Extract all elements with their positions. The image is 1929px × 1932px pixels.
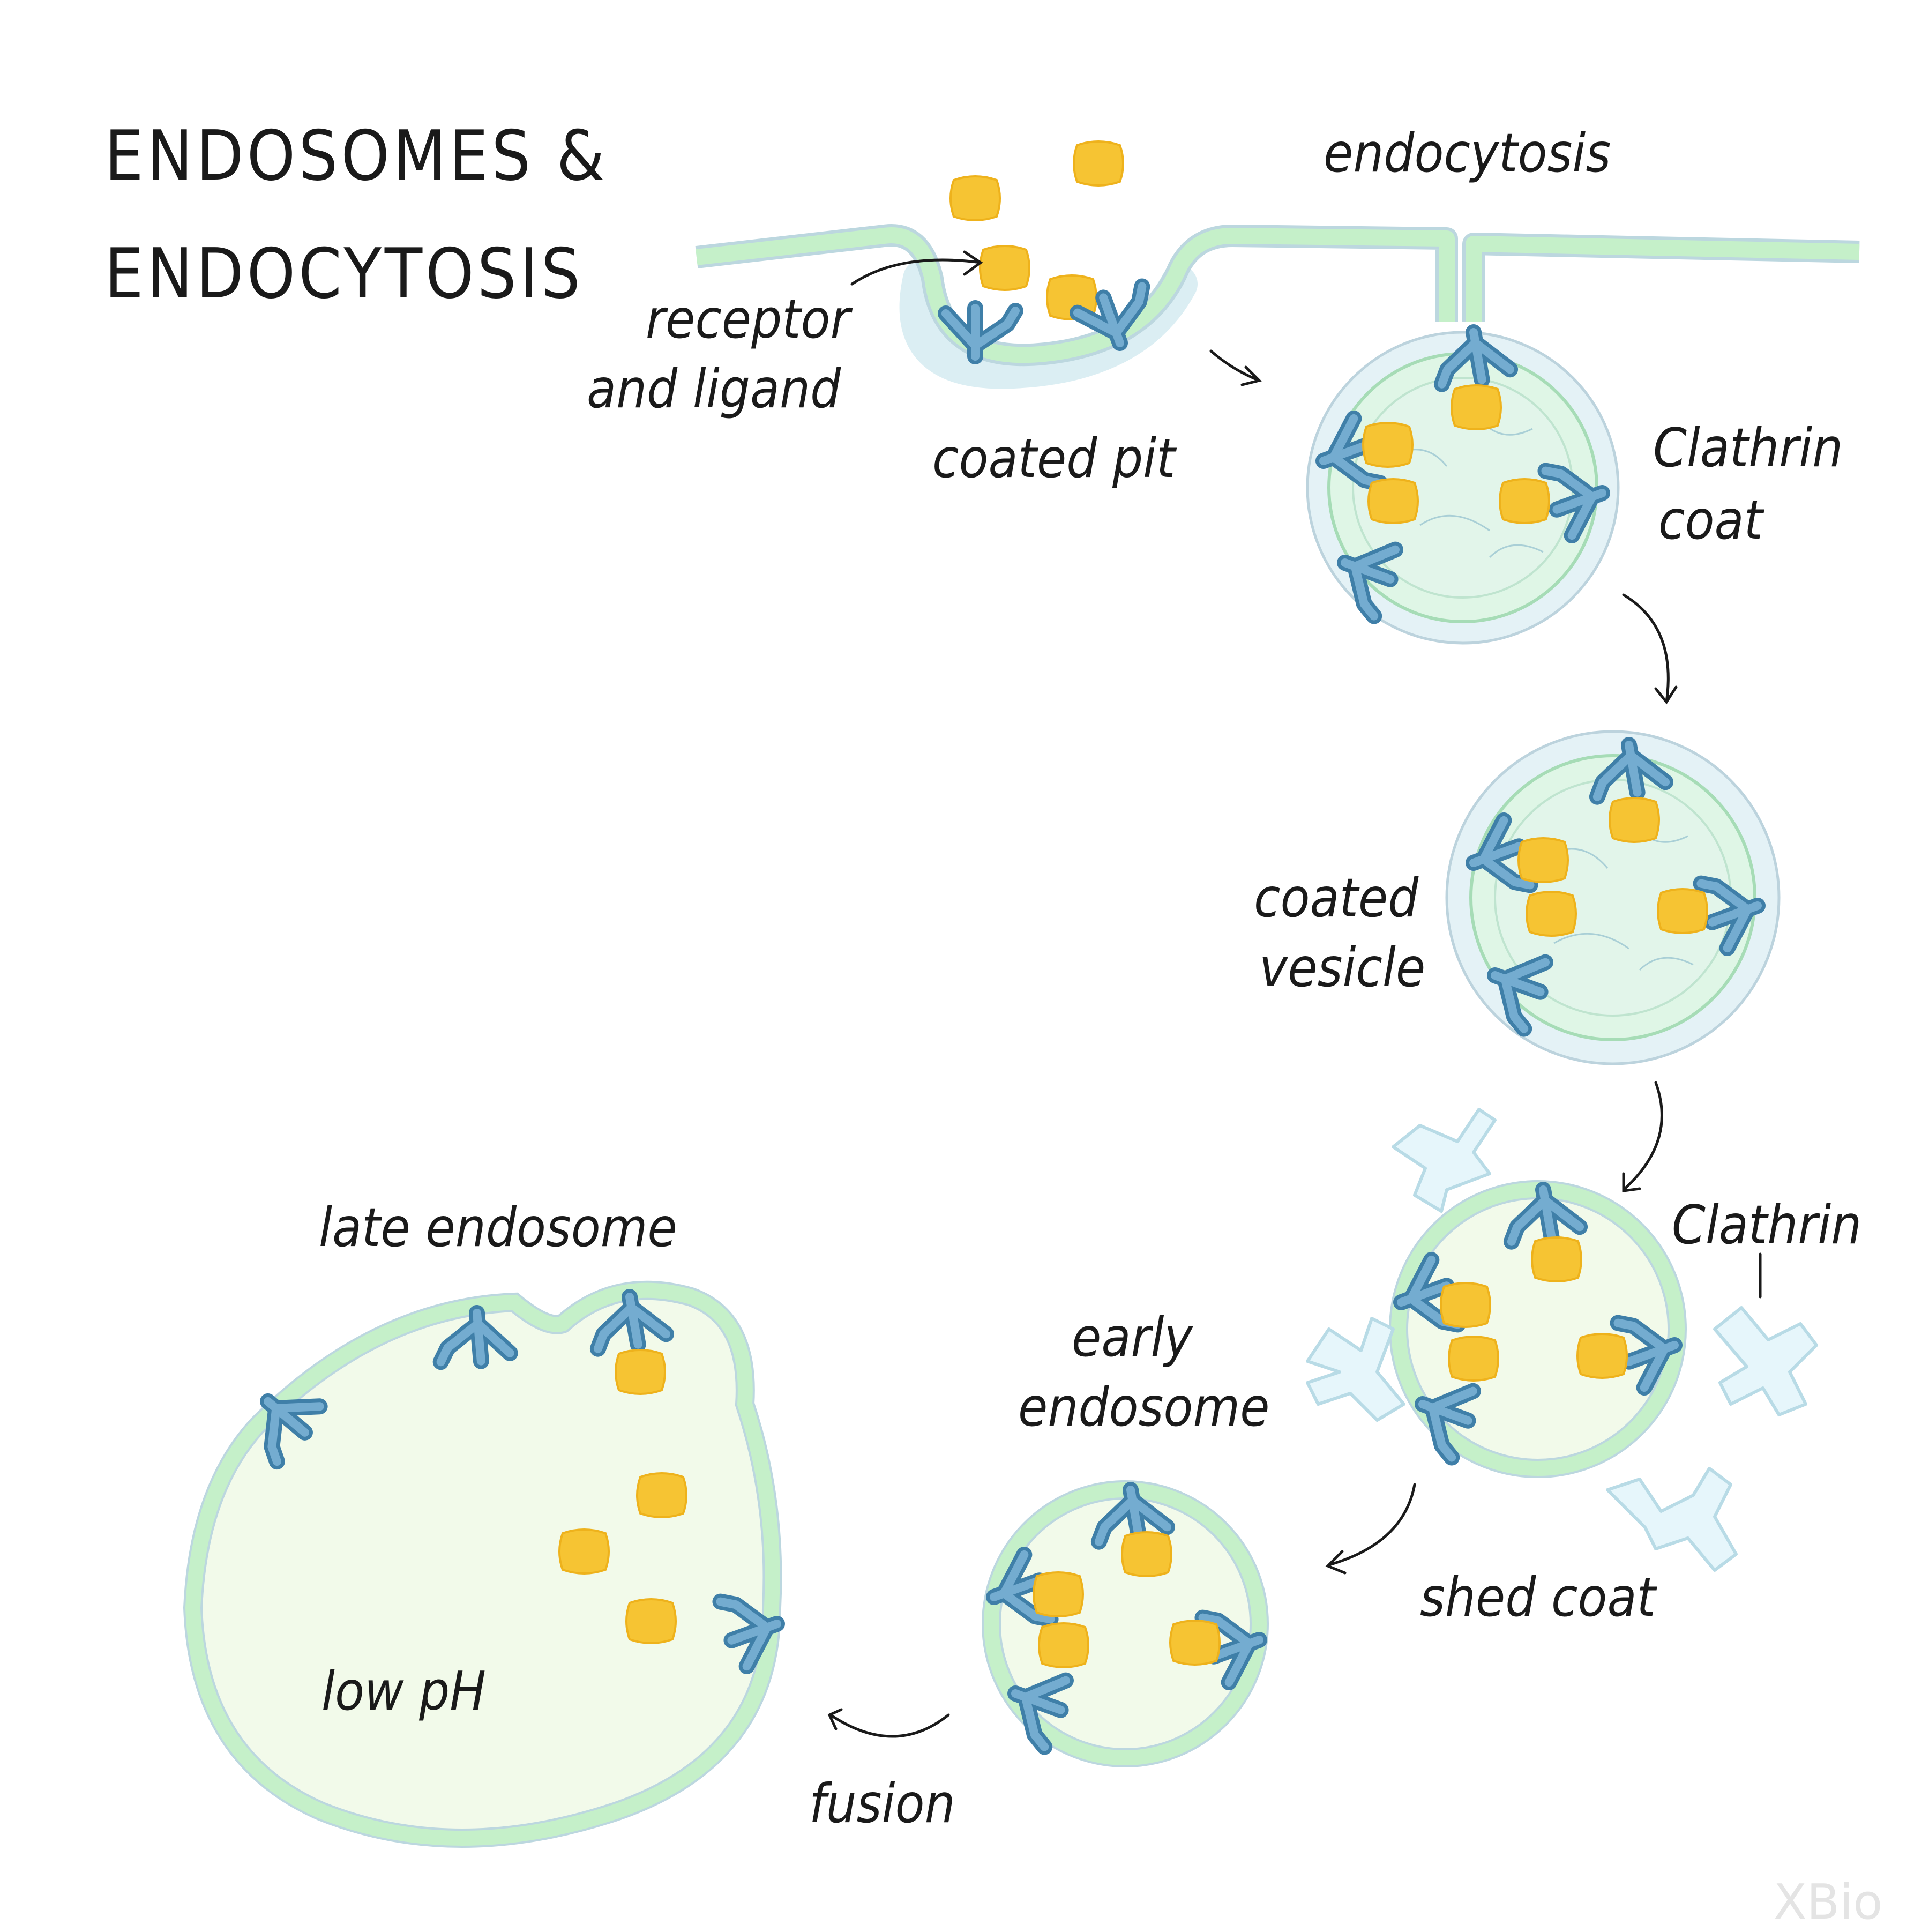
ligand-icon <box>636 1472 687 1518</box>
shed-clathrin <box>1306 1108 1818 1572</box>
early-endosome <box>984 1485 1269 1767</box>
ligand-icon <box>1526 891 1577 937</box>
label-fusion: fusion <box>809 1772 955 1835</box>
ligand-icon <box>1038 1622 1089 1668</box>
ligand-icon <box>1169 1620 1221 1666</box>
ligand-icon <box>558 1528 610 1575</box>
ligand-icon <box>1440 1282 1491 1328</box>
label-coated-pit: coated pit <box>932 427 1177 490</box>
ligand-icon <box>625 1598 677 1644</box>
arrow-icon <box>827 1708 950 1738</box>
clathrin-triskelion-icon <box>1392 1108 1497 1213</box>
ligand-icon <box>1576 1333 1628 1379</box>
ligand-icon <box>949 175 1001 221</box>
labels: endocytosis receptor and ligand coated p… <box>319 122 1861 1835</box>
arrow-icon <box>1622 593 1678 705</box>
label-shed-coat: shed coat <box>1420 1566 1658 1629</box>
plasma-membrane <box>695 224 1860 389</box>
title-line-2: ENDOCYTOSIS <box>104 234 584 314</box>
ligand-icon <box>1499 478 1550 524</box>
uncoating-vesicle <box>1391 1184 1685 1478</box>
label-clathrin-coat-2: coat <box>1658 489 1765 551</box>
clathrin-triskelion-icon <box>1306 1317 1405 1422</box>
label-coated-vesicle-1: coated <box>1254 867 1419 929</box>
ligand-icon <box>1517 837 1569 883</box>
ligand-icon <box>1362 422 1414 468</box>
process-arrows <box>827 250 1762 1738</box>
ligand-icon <box>1657 888 1708 934</box>
ligand-icon <box>1609 797 1660 843</box>
clathrin-triskelion-icon <box>1713 1306 1818 1416</box>
label-early-endosome-1: early <box>1072 1306 1193 1369</box>
ligand-icon <box>1448 1336 1499 1382</box>
label-clathrin: Clathrin <box>1672 1193 1861 1256</box>
ligand-icon <box>615 1349 666 1395</box>
label-late-endosome: late endosome <box>319 1196 677 1259</box>
label-clathrin-coat-1: Clathrin <box>1653 416 1843 479</box>
clathrin-triskelion-icon <box>1606 1467 1738 1572</box>
label-and-ligand: and ligand <box>587 357 841 420</box>
label-early-endosome-2: endosome <box>1018 1376 1269 1438</box>
ligand-icon <box>1451 384 1502 430</box>
label-low-ph: low pH <box>322 1660 486 1722</box>
ligand-icon <box>1121 1531 1172 1577</box>
ligand-icon <box>1073 140 1124 187</box>
ligand-icon <box>1367 478 1419 524</box>
arrow-icon <box>1209 349 1262 386</box>
ligand-icon <box>979 245 1030 291</box>
label-coated-vesicle-2: vesicle <box>1259 936 1425 999</box>
label-endocytosis: endocytosis <box>1324 122 1611 184</box>
arrow-icon <box>850 250 983 286</box>
ligand-icon <box>1531 1236 1582 1282</box>
watermark-logo: XBio <box>1774 1874 1882 1929</box>
arrow-icon <box>1325 1483 1416 1575</box>
budding-coated-vesicle <box>1307 327 1618 645</box>
coated-vesicle <box>1445 730 1781 1065</box>
title: ENDOSOMES & ENDOCYTOSIS <box>104 116 608 314</box>
arrow-icon <box>1622 1081 1663 1192</box>
label-receptor: receptor <box>646 288 853 350</box>
late-endosome <box>183 1280 787 1848</box>
ligand-icon <box>1033 1571 1084 1617</box>
title-line-1: ENDOSOMES & <box>104 116 608 196</box>
